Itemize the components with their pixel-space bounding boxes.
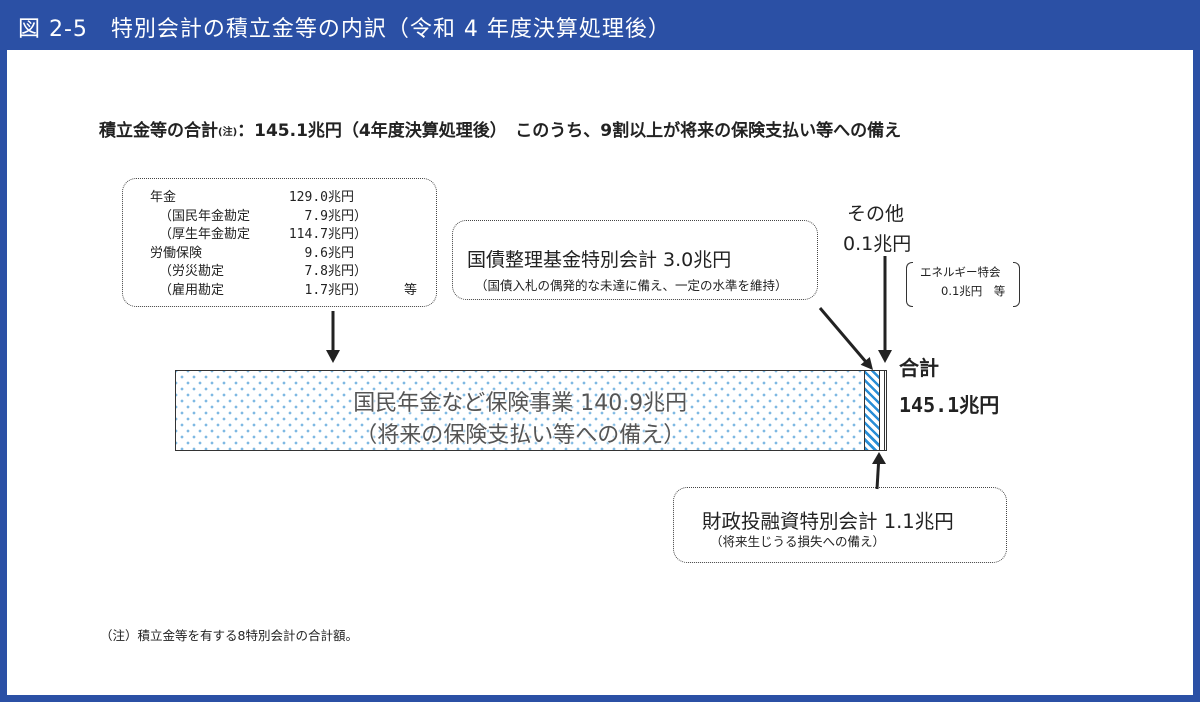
- breakdown-close-paren: ）: [354, 227, 368, 243]
- breakdown-close-paren: ）: [354, 283, 368, 298]
- breakdown-row: 年金 129.0兆円: [123, 189, 436, 208]
- breakdown-close-paren: ）: [354, 208, 368, 224]
- breakdown-row: 労働保険 9.6兆円: [123, 245, 436, 264]
- jgb-fund-note: （国債入札の偶発的な未達に備え、一定の水準を維持）: [475, 278, 788, 293]
- summary-lead: 積立金等の合計: [99, 121, 218, 141]
- bar-main-label: 国民年金など保険事業 140.9兆円: [353, 391, 688, 416]
- breakdown-amount: 9.6兆円: [304, 245, 354, 261]
- figure-title: 図 2-5 特別会計の積立金等の内訳（令和 4 年度決算処理後）: [18, 17, 671, 42]
- breakdown-label: （国民年金勘定: [159, 208, 251, 224]
- figure-header: 図 2-5 特別会計の積立金等の内訳（令和 4 年度決算処理後）: [0, 0, 1200, 50]
- breakdown-amount: 7.9兆円: [304, 208, 354, 224]
- breakdown-etc-suffix: 等: [404, 283, 418, 298]
- filp-note: （将来生じうる損失への備え）: [710, 534, 886, 549]
- other-detail-name: エネルギー特会: [920, 265, 1001, 279]
- filp-box: 財政投融資特別会計 1.1兆円 （将来生じうる損失への備え）: [673, 487, 1007, 563]
- breakdown-label: （厚生年金勘定: [159, 227, 251, 243]
- insurance-breakdown-box: 年金 129.0兆円 （国民年金勘定 7.9兆円 ） （厚生年金勘定 114.7…: [122, 178, 437, 307]
- breakdown-close-paren: ）: [354, 264, 368, 280]
- other-label: その他: [847, 203, 905, 225]
- summary-line: 積立金等の合計(注)：145.1兆円（4年度決算処理後） このうち、9割以上が将…: [99, 116, 901, 141]
- bar-segment-insurance: 国民年金など保険事業 140.9兆円 （将来の保険支払い等への備え）: [175, 370, 866, 451]
- summary-note-mark: (注): [218, 127, 238, 138]
- bar-segment-filp: [880, 370, 886, 451]
- total-label: 合計: [899, 356, 939, 380]
- bar-main-note: （将来の保険支払い等への備え）: [355, 423, 686, 448]
- other-amount: 0.1兆円: [843, 233, 912, 255]
- bracket-left: [906, 262, 913, 307]
- breakdown-label: 労働保険: [150, 245, 203, 261]
- bar-segment-jgb: [865, 370, 881, 451]
- breakdown-amount: 1.7兆円: [304, 283, 354, 298]
- total-amount: 145.1兆円: [899, 393, 1000, 417]
- bracket-right: [1013, 262, 1020, 307]
- breakdown-row: （雇用勘定 1.7兆円 ） 等: [123, 282, 436, 301]
- filp-title: 財政投融資特別会計 1.1兆円: [702, 510, 954, 533]
- breakdown-amount: 7.8兆円: [304, 264, 354, 280]
- jgb-fund-box: 国債整理基金特別会計 3.0兆円 （国債入札の偶発的な未達に備え、一定の水準を維…: [452, 220, 818, 300]
- breakdown-amount: 114.7兆円: [288, 227, 354, 243]
- footnote: （注）積立金等を有する8特別会計の合計額。: [100, 628, 358, 643]
- breakdown-row: （厚生年金勘定 114.7兆円 ）: [123, 226, 436, 245]
- jgb-fund-title: 国債整理基金特別会計 3.0兆円: [467, 249, 732, 271]
- summary-rest: ：145.1兆円（4年度決算処理後） このうち、9割以上が将来の保険支払い等への…: [237, 121, 902, 141]
- stacked-bar: 国民年金など保険事業 140.9兆円 （将来の保険支払い等への備え）: [175, 370, 888, 451]
- breakdown-row: （国民年金勘定 7.9兆円 ）: [123, 208, 436, 227]
- breakdown-row: （労災勘定 7.8兆円 ）: [123, 263, 436, 282]
- other-detail-amount: 0.1兆円 等: [941, 284, 1006, 298]
- bar-segment-other: [885, 370, 888, 451]
- breakdown-amount: 129.0兆円: [288, 190, 354, 205]
- breakdown-label: 年金: [150, 190, 177, 205]
- breakdown-label: （労災勘定: [159, 264, 225, 280]
- breakdown-label: （雇用勘定: [159, 283, 225, 298]
